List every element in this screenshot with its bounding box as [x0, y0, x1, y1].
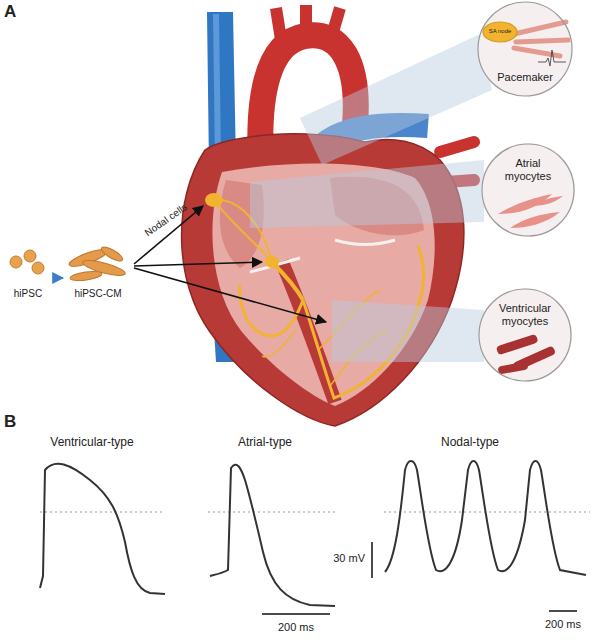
stem-cells — [10, 245, 127, 283]
cell — [10, 256, 22, 268]
callout-ground — [481, 143, 575, 237]
sa-node-dot — [205, 193, 223, 207]
nodal-trace — [385, 461, 586, 575]
callout-circle: Pacemaker SA node — [477, 1, 573, 97]
cell-group: hiPSC-CM — [64, 246, 132, 302]
node-outline-shape — [482, 144, 574, 236]
artery-branch — [300, 5, 312, 38]
node-outline-shape — [479, 289, 571, 381]
node-label: Pacemaker — [477, 71, 573, 84]
node-label: SA node — [482, 28, 518, 35]
annotation: Nodal-type — [441, 436, 499, 450]
scale-bar — [262, 613, 330, 615]
ventricular-trace — [40, 464, 165, 594]
valve — [335, 240, 395, 245]
projection-beams — [250, 34, 492, 362]
node-label: Atrial myocytes — [498, 157, 558, 182]
arrow — [134, 262, 262, 266]
cell — [24, 250, 36, 262]
av-node-dot — [265, 256, 279, 268]
beam — [300, 34, 492, 165]
bundle-of-his — [272, 262, 303, 300]
node-label: hiPSC-CM — [64, 288, 132, 300]
beam — [332, 300, 484, 362]
arrow — [134, 268, 326, 322]
artery-branch — [276, 8, 282, 46]
muscle-fiber — [514, 22, 566, 34]
cardiomyocyte — [70, 270, 103, 282]
node-label: Ventricular myocytes — [492, 302, 558, 327]
annotation: 30 mV — [333, 552, 365, 565]
scale-bar — [371, 542, 373, 578]
cell — [32, 262, 44, 274]
ecg-trace — [538, 50, 566, 66]
node-label: hiPSC — [4, 288, 52, 300]
annotation: 200 ms — [545, 618, 581, 631]
callout-ground — [478, 288, 572, 382]
zero-line — [208, 512, 336, 513]
artery-branch — [330, 8, 340, 42]
pulmonary-vein — [440, 142, 474, 152]
atrial-cell — [530, 196, 563, 206]
callout-circle: Atrial myocytes — [481, 143, 575, 237]
connector-arrow — [53, 277, 63, 279]
zero-line — [40, 512, 165, 513]
annotation: Atrial-type — [238, 436, 292, 450]
panel-letter: B — [4, 412, 16, 432]
zero-line — [384, 512, 590, 513]
node-outline-shape — [478, 2, 572, 96]
cell-group: hiPSC — [4, 246, 52, 302]
purkinje-fiber — [262, 330, 296, 357]
cardiomyocyte — [100, 245, 125, 264]
ventricular-cell — [498, 361, 529, 374]
atrial-cell — [510, 212, 560, 228]
sa-node-oval: SA node — [482, 21, 518, 43]
scale-bar — [549, 610, 577, 612]
callout-circle: Ventricular myocytes — [478, 288, 572, 382]
node-outline-shape — [483, 22, 517, 42]
bundle-branch — [240, 285, 303, 336]
annotation: Ventricular-type — [50, 436, 133, 450]
callout-contents — [478, 2, 575, 382]
atrial-trace — [210, 465, 335, 606]
beam — [250, 160, 484, 228]
action-potentials — [40, 461, 590, 614]
vena-cava-highlight — [213, 14, 221, 162]
panel-letter: A — [4, 2, 16, 22]
annotation: 200 ms — [278, 621, 314, 634]
callout-ground — [478, 2, 572, 96]
muscle-fiber — [516, 40, 568, 42]
ventricular-cell — [496, 334, 539, 356]
